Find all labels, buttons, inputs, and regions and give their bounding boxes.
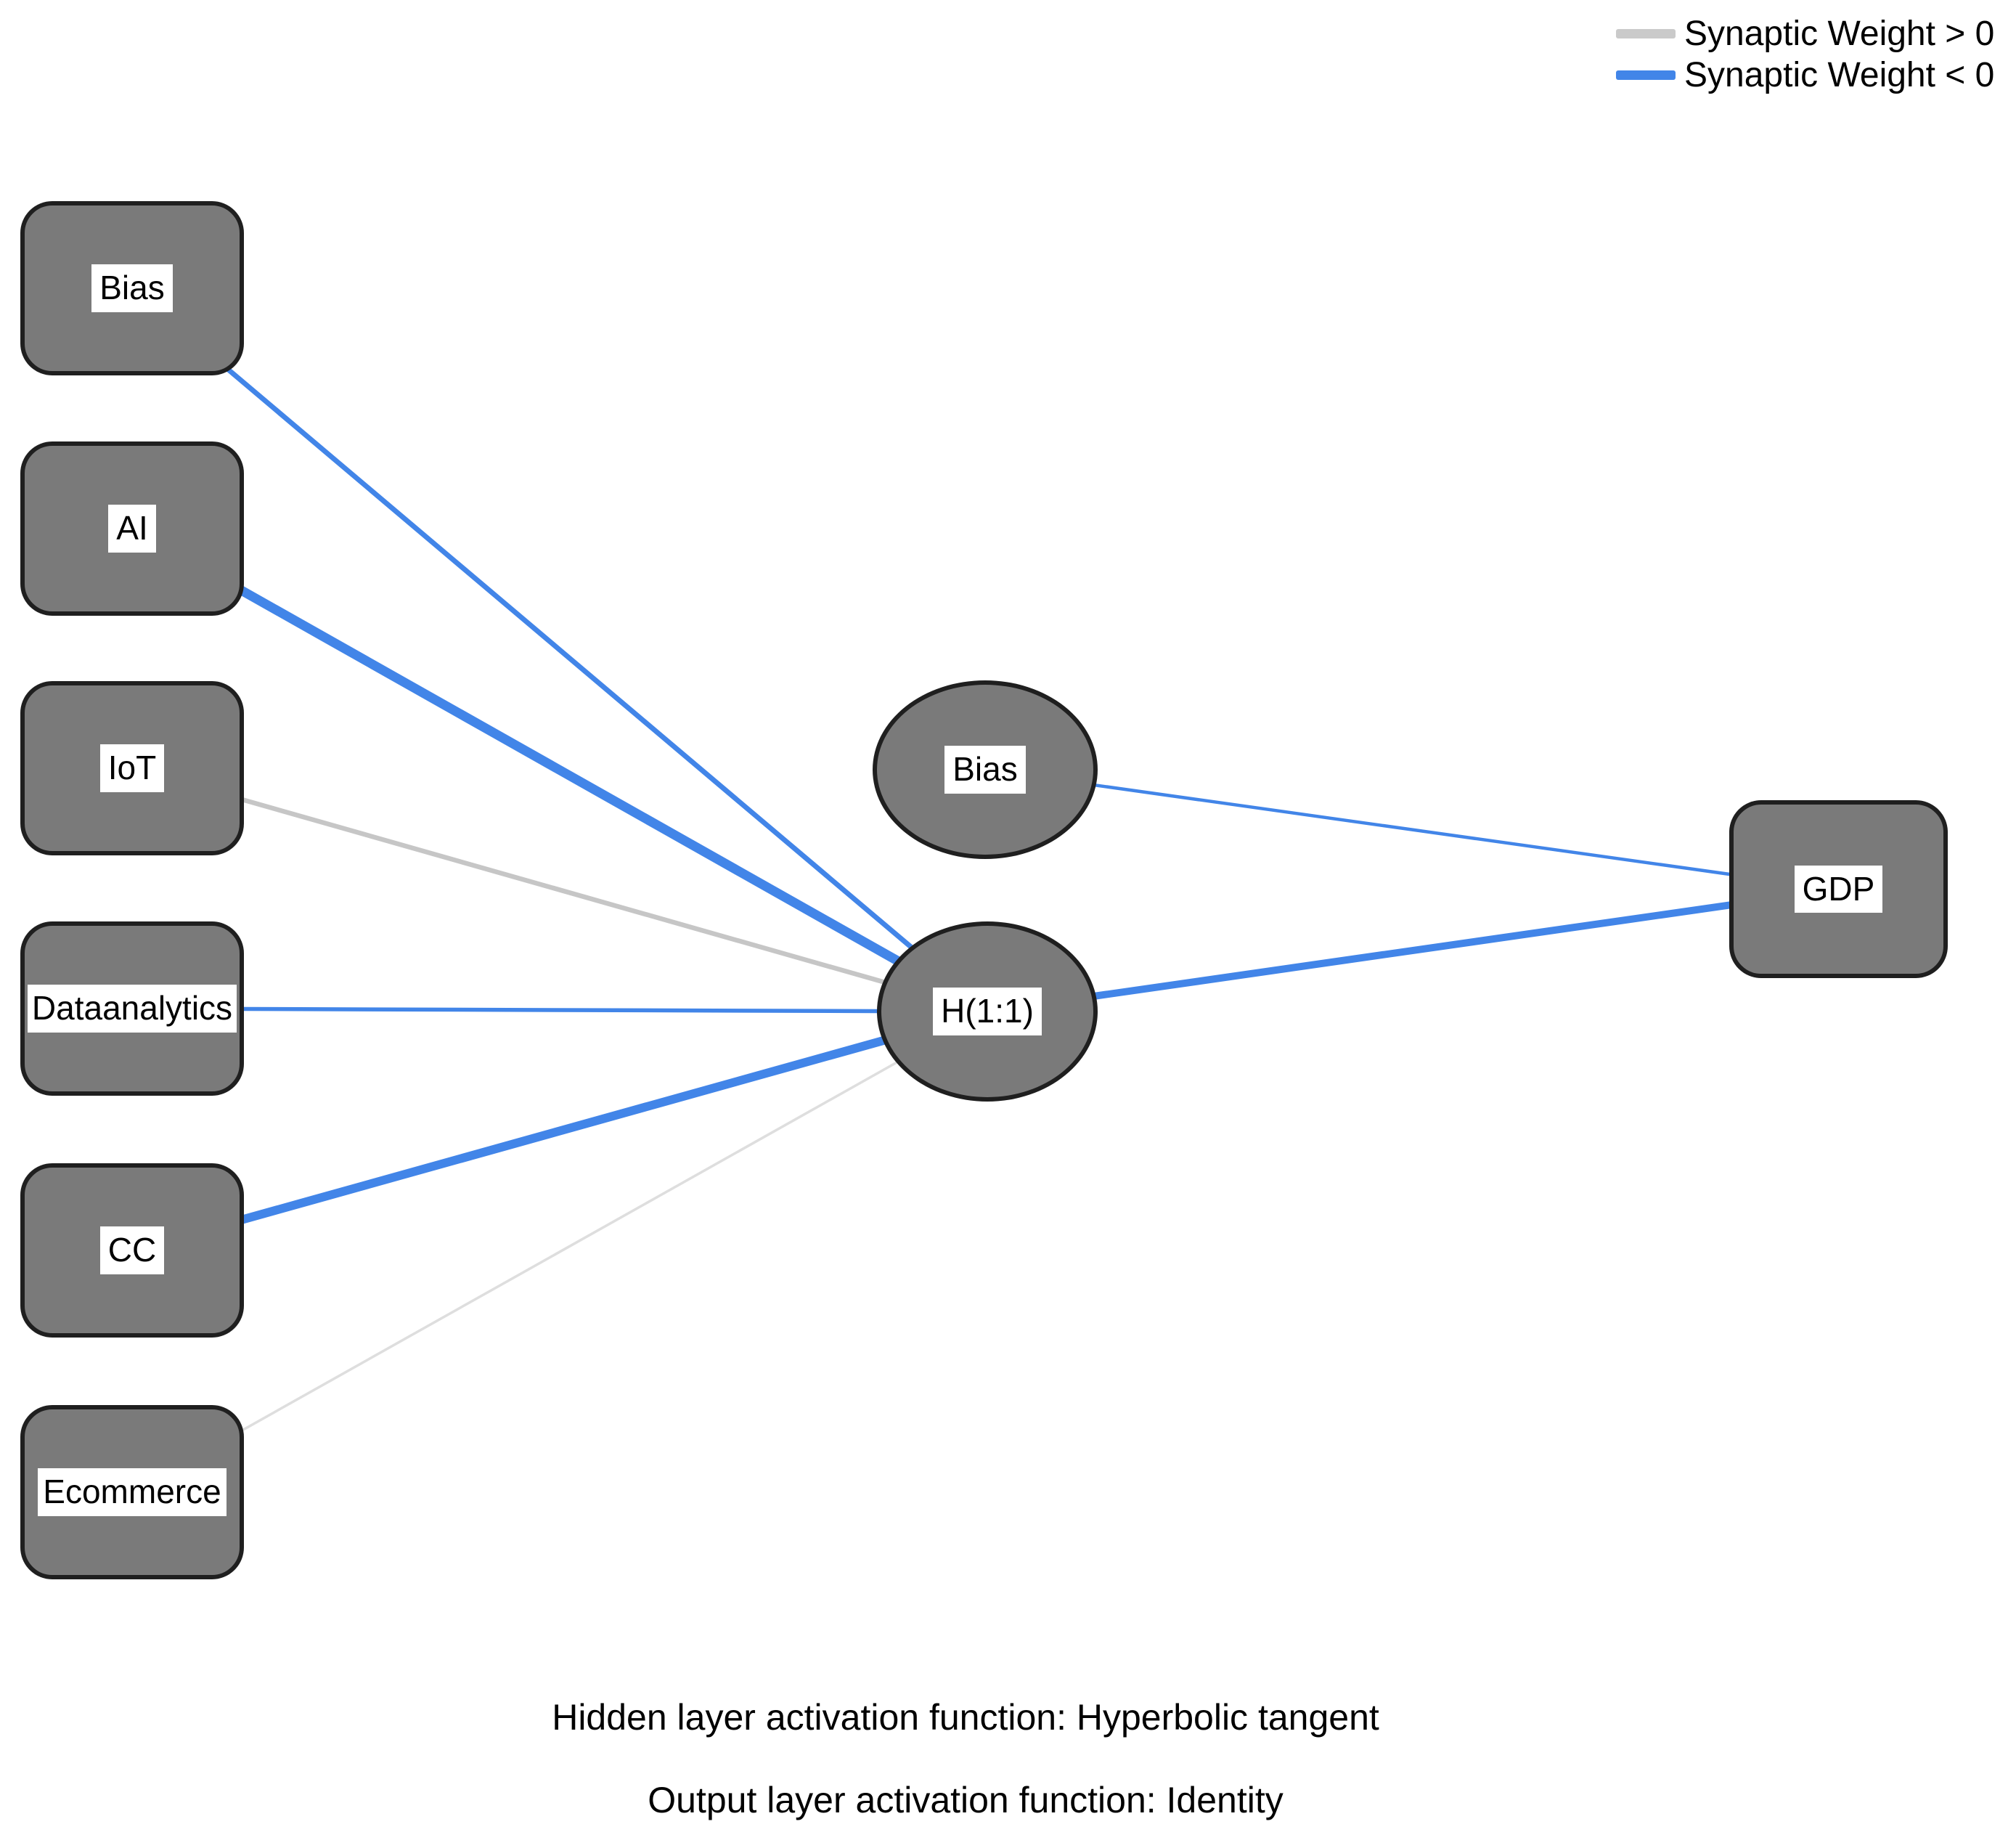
output-node-gdp: GDP: [1729, 800, 1948, 978]
edge-input-dataanalytics-to-hidden-h11: [131, 1006, 988, 1014]
input-node-iot-label: IoT: [99, 744, 165, 792]
input-node-dataanalytics-label: Dataanalytics: [27, 985, 237, 1033]
hidden-node-h11-label: H(1:1): [933, 988, 1042, 1035]
hidden-node-bias: Bias: [873, 680, 1098, 859]
legend-row-positive: Synaptic Weight > 0: [1616, 13, 1994, 54]
edge-input-ecommerce-to-hidden-h11: [131, 1010, 988, 1494]
output-node-gdp-label: GDP: [1794, 865, 1883, 913]
input-node-ai: AI: [20, 441, 244, 616]
edge-input-ai-to-hidden-h11: [129, 524, 990, 1016]
input-node-cc-label: CC: [99, 1226, 165, 1274]
edge-input-bias-to-hidden-h11: [130, 286, 989, 1014]
hidden-node-bias-label: Bias: [944, 746, 1026, 794]
edge-input-iot-to-hidden-h11: [131, 765, 988, 1014]
negative-weight-swatch-icon: [1616, 70, 1676, 80]
edge-input-cc-to-hidden-h11: [131, 1007, 989, 1255]
edge-hidden-h11-to-output-gdp: [987, 886, 1839, 1015]
input-node-bias: Bias: [20, 201, 244, 375]
input-node-iot: IoT: [20, 681, 244, 855]
input-node-ecommerce: Ecommerce: [20, 1405, 244, 1579]
legend-row-negative: Synaptic Weight < 0: [1616, 54, 1994, 96]
output-activation-footnote: Output layer activation function: Identi…: [648, 1780, 1284, 1820]
legend-label-positive: Synaptic Weight > 0: [1684, 15, 1995, 53]
input-node-cc: CC: [20, 1163, 244, 1338]
hidden-node-h11: H(1:1): [877, 921, 1098, 1102]
legend-label-negative: Synaptic Weight < 0: [1684, 56, 1995, 94]
input-node-ecommerce-label: Ecommerce: [38, 1468, 227, 1516]
legend: Synaptic Weight > 0 Synaptic Weight < 0: [1616, 13, 1994, 96]
edge-hidden-bias-to-output-gdp: [984, 768, 1839, 892]
positive-weight-swatch-icon: [1616, 29, 1676, 38]
hidden-activation-footnote: Hidden layer activation function: Hyperb…: [552, 1697, 1379, 1738]
input-node-bias-label: Bias: [91, 264, 173, 312]
input-node-ai-label: AI: [108, 505, 156, 553]
input-node-dataanalytics: Dataanalytics: [20, 921, 244, 1096]
